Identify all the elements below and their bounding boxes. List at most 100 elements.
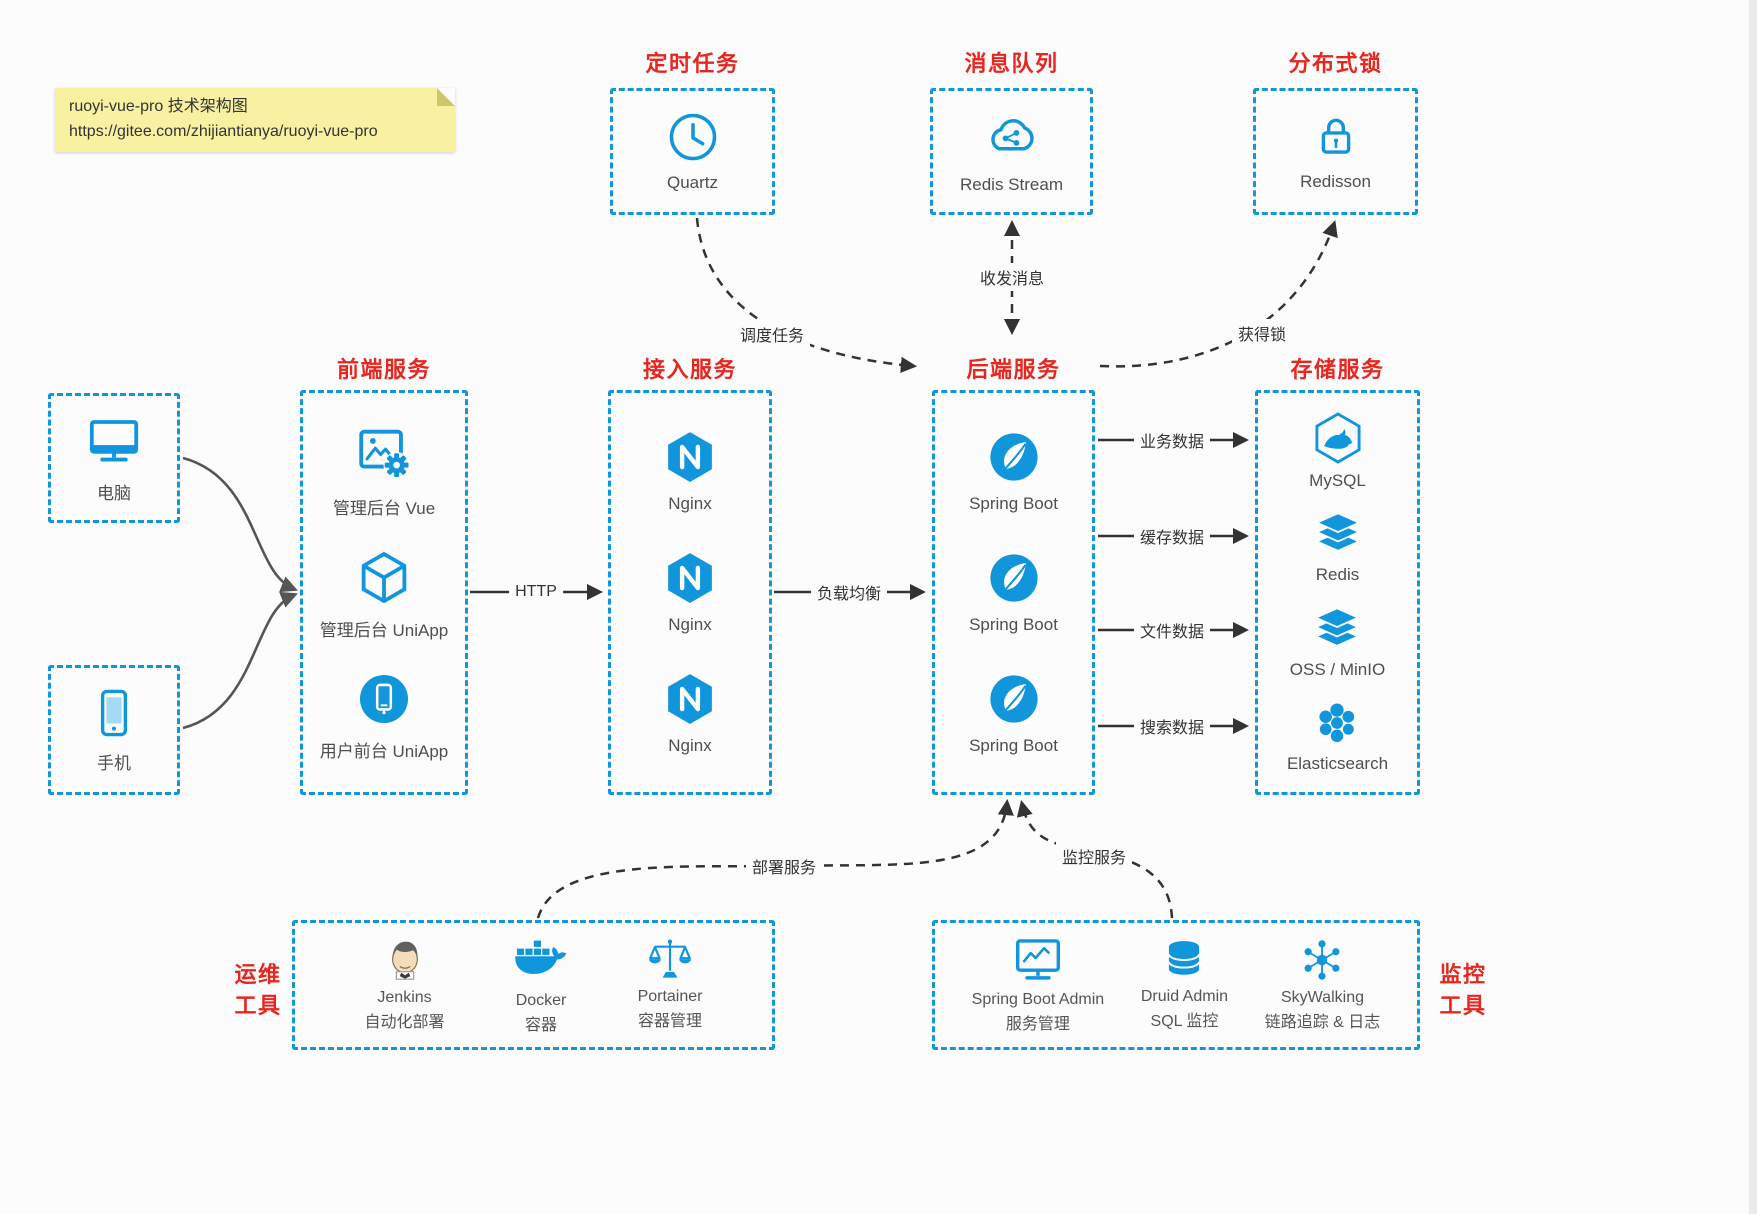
elasticsearch-item: Elasticsearch xyxy=(1287,698,1388,774)
monitoring-box: Spring Boot Admin 服务管理 Druid Admin SQL 监… xyxy=(932,920,1420,1050)
quartz-item: Quartz xyxy=(666,110,720,193)
docker-name: Docker xyxy=(515,992,567,1010)
jenkins-desc: 自动化部署 xyxy=(364,1014,445,1031)
monitoring-title-line1: 监控 xyxy=(1439,962,1487,987)
mq-title: 消息队列 xyxy=(964,51,1059,76)
oss-stack-icon xyxy=(1312,604,1362,654)
docker-desc: 容器 xyxy=(525,1017,558,1034)
gateway-title: 接入服务 xyxy=(642,357,737,382)
docker-whale-icon xyxy=(514,933,568,987)
edge-acquire-lock xyxy=(1099,220,1338,368)
spring-icon xyxy=(986,550,1042,606)
circle-phone-icon xyxy=(355,670,413,728)
edge-phone-frontend xyxy=(182,591,298,730)
gateway-box: Nginx Nginx Nginx xyxy=(608,390,772,795)
backend-box: Spring Boot Spring Boot Spring Boot xyxy=(932,390,1095,795)
quartz-label: Quartz xyxy=(666,173,719,192)
druid-desc: SQL 监控 xyxy=(1150,1013,1219,1030)
storage-box: MySQL Redis OSS / MinIO Elasticsearch xyxy=(1255,390,1420,795)
lock-box: Redisson xyxy=(1253,88,1418,215)
sba-name: Spring Boot Admin xyxy=(971,991,1105,1009)
clock-icon xyxy=(666,110,720,164)
admin-uniapp-label: 管理后台 UniApp xyxy=(319,620,449,640)
note-url: https://gitee.com/zhijiantianya/ruoyi-vu… xyxy=(69,122,378,140)
jenkins-item: Jenkins 自动化部署 xyxy=(365,936,445,1033)
frontend-box: 管理后台 Vue 管理后台 UniApp 用户前台 UniApp xyxy=(300,390,468,795)
right-edge-strip xyxy=(1749,0,1757,1214)
spring-icon xyxy=(986,429,1042,485)
redisson-item: Redisson xyxy=(1300,111,1371,192)
redisson-label: Redisson xyxy=(1300,172,1371,191)
ops-box: Jenkins 自动化部署 Docker 容器 Portainer 容器管理 xyxy=(292,920,775,1050)
docker-item: Docker 容器 xyxy=(514,933,568,1036)
acquire-lock-label: 获得锁 xyxy=(1231,319,1293,347)
pc-item: 电脑 xyxy=(85,412,143,504)
monitor-service-label: 监控服务 xyxy=(1055,842,1133,870)
oss-minio-label: OSS / MinIO xyxy=(1289,659,1386,679)
message-label: 收发消息 xyxy=(973,263,1051,291)
nginx-icon xyxy=(662,429,718,485)
jenkins-name: Jenkins xyxy=(377,989,432,1007)
mysql-label: MySQL xyxy=(1309,471,1366,491)
monitor-chart-icon xyxy=(1012,934,1064,986)
skywalking-name: SkyWalking xyxy=(1281,989,1364,1007)
backend-title: 后端服务 xyxy=(966,357,1061,382)
nginx-icon xyxy=(662,550,718,606)
redis-stack-icon xyxy=(1313,509,1363,559)
frontend-title: 前端服务 xyxy=(336,357,431,382)
monitoring-title: 监控 工具 xyxy=(1432,960,1494,1022)
storage-title: 存储服务 xyxy=(1290,357,1385,382)
sticky-note: ruoyi-vue-pro 技术架构图 https://gitee.com/zh… xyxy=(55,88,455,152)
scheduler-box: Quartz xyxy=(610,88,775,215)
spring-icon xyxy=(986,671,1042,727)
edge-pc-frontend xyxy=(182,456,298,593)
redis-label: Redis xyxy=(1315,565,1360,585)
pc-box: 电脑 xyxy=(48,393,180,523)
mq-box: Redis Stream xyxy=(930,88,1093,215)
nginx-item: Nginx xyxy=(662,550,718,635)
oss-minio-item: OSS / MinIO xyxy=(1290,604,1385,680)
spring-boot-label: Spring Boot xyxy=(969,736,1058,755)
pc-label: 电脑 xyxy=(97,484,131,503)
portainer-desc: 容器管理 xyxy=(638,1013,703,1030)
network-nodes-icon xyxy=(1298,936,1346,984)
redis-stream-label: Redis Stream xyxy=(960,175,1063,194)
monitoring-title-line2: 工具 xyxy=(1439,992,1487,1018)
nginx-label: Nginx xyxy=(668,494,712,513)
spring-boot-label: Spring Boot xyxy=(969,494,1058,513)
spring-boot-item: Spring Boot xyxy=(969,429,1058,514)
cube-icon xyxy=(355,549,413,607)
mysql-item: MySQL xyxy=(1309,411,1366,491)
deploy-service-label: 部署服务 xyxy=(745,852,823,880)
druid-name: Druid Admin xyxy=(1140,988,1229,1006)
nginx-label: Nginx xyxy=(668,736,712,755)
nginx-item: Nginx xyxy=(662,671,718,756)
sba-item: Spring Boot Admin 服务管理 xyxy=(971,934,1105,1035)
load-balance-label: 负载均衡 xyxy=(810,578,888,606)
redis-stream-item: Redis Stream xyxy=(960,108,1063,195)
schedule-task-label: 调度任务 xyxy=(733,320,811,348)
admin-uniapp-item: 管理后台 UniApp xyxy=(320,549,448,641)
jenkins-butler-icon xyxy=(381,936,429,984)
elasticsearch-label: Elasticsearch xyxy=(1286,753,1389,773)
ops-title: 运维 工具 xyxy=(227,960,289,1022)
sba-desc: 服务管理 xyxy=(1005,1016,1070,1033)
phone-label: 手机 xyxy=(97,754,131,773)
http-label: HTTP xyxy=(509,581,563,603)
ops-title-line2: 工具 xyxy=(234,992,282,1018)
phone-item: 手机 xyxy=(87,686,141,774)
admin-vue-item: 管理后台 Vue xyxy=(333,423,435,519)
search-data-label: 搜索数据 xyxy=(1133,712,1211,740)
druid-item: Druid Admin SQL 监控 xyxy=(1141,937,1228,1032)
elasticsearch-icon xyxy=(1312,698,1362,748)
scheduler-title: 定时任务 xyxy=(645,51,740,76)
lock-icon xyxy=(1310,111,1362,163)
cache-data-label: 缓存数据 xyxy=(1133,522,1211,550)
user-uniapp-label: 用户前台 UniApp xyxy=(319,742,449,762)
admin-vue-label: 管理后台 Vue xyxy=(332,498,436,518)
nginx-label: Nginx xyxy=(668,615,712,634)
user-uniapp-item: 用户前台 UniApp xyxy=(320,670,448,762)
skywalking-desc: 链路追踪 & 日志 xyxy=(1264,1014,1381,1031)
